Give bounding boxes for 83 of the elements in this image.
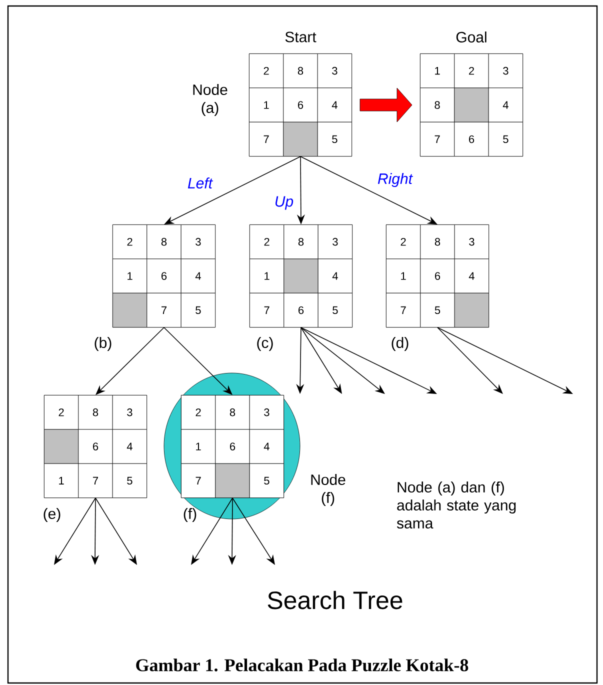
puzzle-tile: 2	[454, 54, 489, 88]
puzzle-tile: 8	[215, 395, 250, 430]
arrow	[300, 327, 385, 394]
puzzle-tile: 6	[454, 122, 489, 156]
puzzle-tile: 1	[44, 463, 79, 498]
figure-caption: Gambar 1. Pelacakan Pada Puzzle Kotak-8	[136, 658, 468, 672]
puzzle-tile: 2	[249, 54, 284, 88]
puzzle-tile: 1	[420, 54, 455, 88]
grid-heading: Goal	[456, 32, 486, 42]
puzzle-tile: 8	[284, 224, 318, 260]
arrow	[96, 327, 164, 395]
puzzle-tile: 5	[249, 463, 284, 498]
puzzle-tile: 1	[250, 258, 284, 294]
arrow	[164, 327, 232, 395]
note: Node (a) dan (f) adalah state yang sama	[396, 482, 516, 529]
puzzle-tile: 2	[386, 224, 421, 260]
puzzle-tile: 8	[420, 88, 455, 122]
edge-label: Up	[273, 195, 295, 211]
puzzle-tile: 2	[181, 395, 216, 430]
blank-tile	[112, 292, 148, 328]
blank-tile	[284, 258, 318, 294]
node-label: (d)	[392, 337, 408, 351]
puzzle-tile: 8	[78, 395, 113, 430]
puzzle-tile: 7	[249, 122, 284, 156]
puzzle-tile: 7	[78, 463, 113, 498]
puzzle-tile: 5	[488, 122, 523, 156]
puzzle-tile: 4	[488, 88, 523, 122]
puzzle-tile: 6	[146, 258, 182, 294]
puzzle-tile: 4	[317, 88, 352, 122]
blank-tile	[44, 429, 79, 464]
arrow	[437, 327, 503, 394]
puzzle-tile: 5	[112, 463, 147, 498]
edge-label: Left	[186, 176, 214, 190]
puzzle-tile: 3	[318, 224, 352, 260]
puzzle-tile: 5	[180, 292, 216, 328]
puzzle-tile: 8	[420, 224, 455, 260]
puzzle-tile: 1	[249, 88, 284, 122]
puzzle-tile: 2	[112, 224, 148, 260]
puzzle-tile: 1	[386, 258, 421, 294]
puzzle-tile: 5	[317, 122, 352, 156]
blank-tile	[454, 88, 489, 122]
puzzle-tile: 6	[284, 292, 318, 328]
puzzle-tile: 3	[112, 395, 147, 430]
puzzle-tile: 4	[249, 429, 284, 464]
puzzle-tile: 5	[318, 292, 352, 328]
puzzle-tile: 3	[488, 54, 523, 88]
puzzle-tile: 3	[180, 224, 216, 260]
puzzle-tile: 6	[420, 258, 455, 294]
edge-label: Right	[376, 172, 414, 188]
node-label: (b)	[94, 337, 112, 351]
node-label: (c)	[257, 337, 273, 351]
puzzle-tile: 4	[112, 429, 147, 464]
puzzle-tile: 6	[283, 88, 318, 122]
puzzle-tile: 1	[181, 429, 216, 464]
grid-heading: Start	[285, 32, 316, 42]
puzzle-tile: 7	[181, 463, 216, 498]
puzzle-tile: 7	[386, 292, 421, 328]
puzzle-tile: 8	[283, 54, 318, 88]
puzzle-tile: 3	[249, 395, 284, 430]
puzzle-tile: 7	[146, 292, 182, 328]
puzzle-tile: 6	[215, 429, 250, 464]
puzzle-tile: 5	[420, 292, 455, 328]
puzzle-tile: 7	[420, 122, 455, 156]
puzzle-tile: 4	[454, 258, 489, 294]
puzzle-tile: 1	[112, 258, 148, 294]
blank-tile	[215, 463, 250, 498]
blank-tile	[454, 292, 489, 328]
puzzle-tile: 3	[454, 224, 489, 260]
puzzle-tile: 8	[146, 224, 182, 260]
puzzle-tile: 6	[78, 429, 113, 464]
blank-tile	[283, 122, 318, 156]
puzzle-tile: 3	[317, 54, 352, 88]
puzzle-tile: 2	[250, 224, 284, 260]
puzzle-tile: 2	[44, 395, 79, 430]
node-label: (e)	[44, 508, 60, 522]
diagram-title: Search Tree	[268, 590, 402, 610]
node-label: Node (f)	[311, 474, 346, 506]
block-arrow	[360, 88, 412, 122]
node-label: (f)	[184, 508, 196, 522]
puzzle-tile: 7	[250, 292, 284, 328]
puzzle-tile: 4	[318, 258, 352, 294]
puzzle-tile: 4	[180, 258, 216, 294]
node-label: Node (a)	[193, 84, 228, 116]
